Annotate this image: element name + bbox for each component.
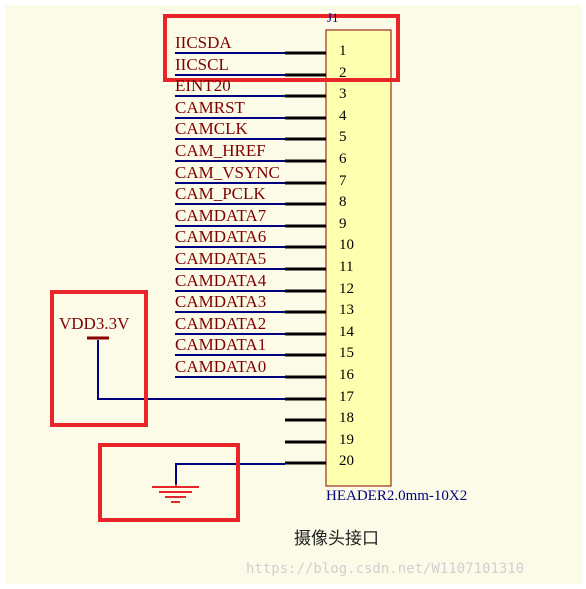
highlight-boxes [50,14,400,522]
net-label-16: CAMDATA0 [175,357,267,376]
net-label-2: IICSCL [175,55,229,74]
pin-number-8: 8 [339,194,347,210]
net-label-7: CAM_VSYNC [175,163,280,182]
pin-number-19: 19 [339,432,354,448]
net-label-14: CAMDATA2 [175,314,267,333]
net-label-10: CAMDATA6 [175,227,267,246]
net-label-11: CAMDATA5 [175,249,267,268]
net-label-3: EINT20 [175,76,231,95]
power-label: VDD3.3V [59,314,130,333]
ground-icon [152,484,199,503]
net-label-5: CAMCLK [175,119,248,138]
pin-number-9: 9 [339,216,347,232]
highlight-i2c [163,14,400,82]
pin-number-15: 15 [339,345,354,361]
net-label-1: IICSDA [175,33,232,52]
pin-number-7: 7 [339,173,347,189]
net-label-4: CAMRST [175,98,245,117]
net-label-12: CAMDATA4 [175,271,267,290]
connector-body [325,29,392,487]
vdd-wire [97,340,285,400]
pin-number-11: 11 [339,259,354,275]
net-label-9: CAMDATA7 [175,206,267,225]
net-label-13: CAMDATA3 [175,292,267,311]
pin-number-2: 2 [339,65,347,81]
highlight-power [50,290,148,427]
highlight-ground [98,443,240,522]
pin-number-6: 6 [339,151,347,167]
pin-number-12: 12 [339,281,354,297]
net-label-8: CAM_PCLK [175,184,266,203]
pin-number-13: 13 [339,302,354,318]
pin-number-1: 1 [339,43,347,59]
pin-number-18: 18 [339,410,354,426]
pin-number-5: 5 [339,129,347,145]
designator: J1 [327,10,339,25]
net-label-15: CAMDATA1 [175,335,267,354]
pin-number-17: 17 [339,389,354,405]
watermark: https://blog.csdn.net/W1107101310 [246,561,525,577]
pin-number-10: 10 [339,237,354,253]
pin-lines [175,51,326,465]
gnd-wire [175,463,285,485]
caption: 摄像头接口 [294,529,379,549]
pin-number-14: 14 [339,324,354,340]
pin-number-4: 4 [339,108,347,124]
wires [87,336,285,503]
pin-number-3: 3 [339,86,347,102]
part-name: HEADER2.0mm-10X2 [326,488,468,504]
net-label-6: CAM_HREF [175,141,266,160]
pin-number-20: 20 [339,453,354,469]
pin-number-16: 16 [339,367,354,383]
